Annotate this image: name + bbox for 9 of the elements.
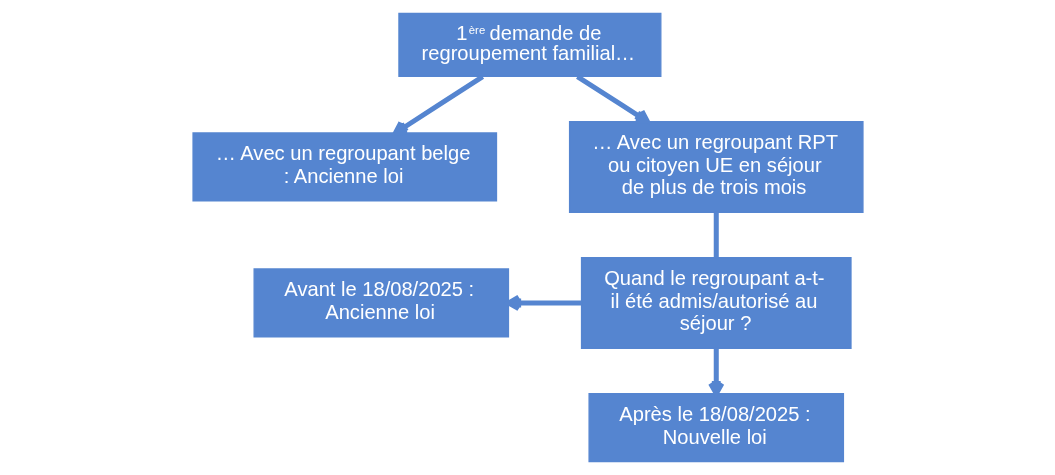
arrow [707, 348, 724, 396]
node-box: Avant le 18/08/2025 : Ancienne loi [253, 268, 509, 338]
node-box: Quand le regroupant a-t-il été admis/autorisé au séjour ? [580, 257, 852, 349]
node-box: … Avec un regroupant belge : Ancienne loi [191, 132, 497, 202]
arrow [392, 74, 484, 136]
connector [713, 212, 719, 258]
node-box: 1$^{ère}$ demande de regroupement familial… [397, 12, 661, 77]
node-box: … Avec un regroupant RPT ou citoyen UE en séjour de plus de trois mois [568, 121, 864, 213]
node-box: Après le 18/08/2025 : Nouvelle loi [587, 393, 844, 463]
